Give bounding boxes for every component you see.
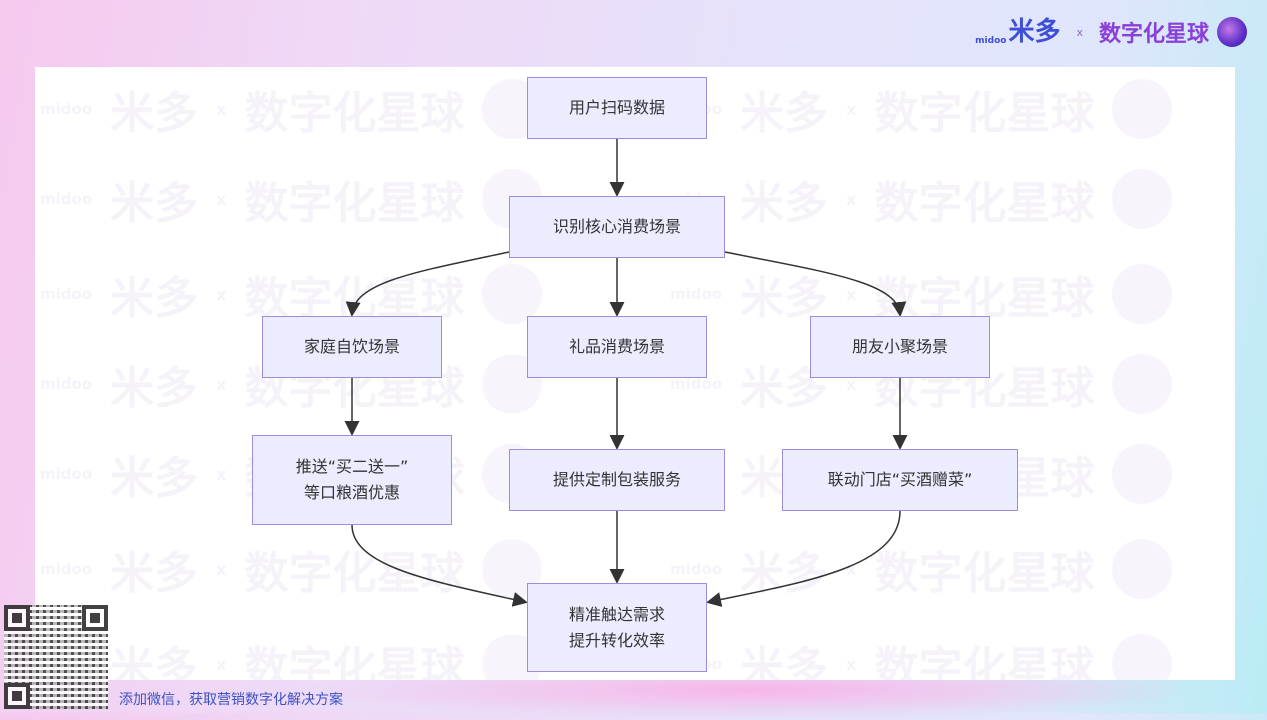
footer-cta: 添加微信，获取营销数字化解决方案 (119, 692, 343, 708)
node-identify-scene: 识别核心消费场景 (509, 196, 725, 258)
node-result: 精准触达需求 提升转化效率 (527, 583, 707, 672)
node-friends-scene: 朋友小聚场景 (810, 316, 990, 378)
planet-icon (1217, 17, 1247, 47)
planet-icon (1112, 354, 1173, 414)
planet-icon (1112, 444, 1173, 504)
edge-promo-result (351, 524, 528, 607)
node-promo: 推送“买二送一” 等口粮酒优惠 (252, 435, 452, 525)
qr-finder (4, 683, 30, 709)
edge-identify-family (345, 251, 510, 317)
qr-finder (4, 605, 30, 631)
brand-logo: midoo 米多 x 数字化星球 (975, 16, 1247, 48)
node-gift-scene: 礼品消费场景 (527, 316, 707, 378)
planet-icon (482, 264, 543, 324)
node-family-scene: 家庭自饮场景 (262, 316, 442, 378)
edge-store-result (706, 510, 901, 607)
planet-icon (1112, 79, 1173, 139)
edges (344, 139, 908, 607)
node-scan-data: 用户扫码数据 (527, 77, 707, 139)
partner-logo-text: 数字化星球 (1098, 22, 1209, 47)
logo-separator: x (1076, 25, 1083, 39)
node-store: 联动门店“买酒赠菜” (782, 449, 1018, 511)
planet-icon (1112, 634, 1173, 680)
planet-icon (1112, 539, 1173, 599)
node-package: 提供定制包装服务 (509, 449, 725, 511)
wechat-qr-code (4, 605, 108, 709)
midoo-logo: midoo 米多 (975, 17, 1061, 47)
planet-icon (1112, 264, 1173, 324)
qr-finder (82, 605, 108, 631)
edge-identify-friends (724, 251, 907, 317)
planet-icon (1112, 169, 1173, 229)
